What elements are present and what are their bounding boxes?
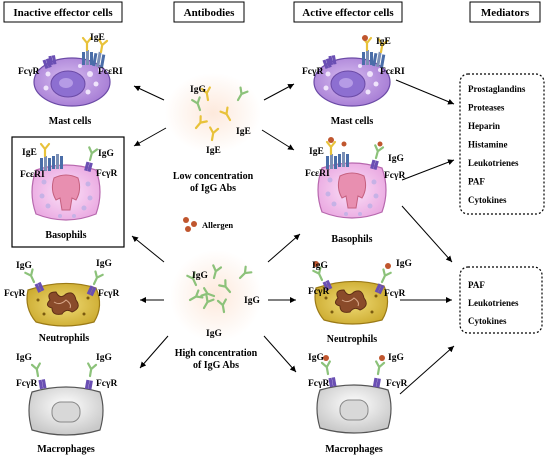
mediators-top-list: ProstaglandinsProteasesHeparinHistamineL… bbox=[468, 84, 526, 205]
active-neutrophil-igg-left: IgG bbox=[312, 261, 328, 271]
high-igg-label-top: IgG bbox=[192, 271, 208, 281]
active-neutrophil-receptors bbox=[312, 261, 392, 295]
arrows bbox=[131, 79, 455, 395]
active-macrophage-cell bbox=[316, 384, 392, 434]
inactive-basophil-ige: IgE bbox=[22, 148, 37, 158]
active-basophil-receptors bbox=[325, 137, 385, 170]
mediator-item: Leukotrienes bbox=[468, 158, 519, 168]
mediator-item: Cytokines bbox=[468, 316, 507, 326]
active-basophil-label: Basophils bbox=[331, 234, 372, 245]
inactive-neutrophil-igg-right: IgG bbox=[96, 259, 112, 269]
mediator-item: Heparin bbox=[468, 121, 500, 131]
arrow-high-to-active-basophil bbox=[267, 233, 301, 263]
header-antibodies: Antibodies bbox=[184, 7, 235, 19]
high-concentration-blob bbox=[170, 250, 262, 342]
arrow-high-to-active-macrophage bbox=[263, 335, 297, 373]
arrow-low-to-active-mast bbox=[263, 83, 295, 101]
active-neutrophil-igg-right: IgG bbox=[396, 259, 412, 269]
inactive-basophil-box bbox=[11, 136, 125, 248]
active-macrophage-label: Macrophages bbox=[325, 444, 383, 455]
active-basophil-fcgr: FcγR bbox=[384, 171, 405, 181]
mediator-item: Prostaglandins bbox=[468, 84, 526, 94]
header-mediators: Mediators bbox=[481, 7, 530, 19]
header-mediators-box bbox=[469, 1, 541, 23]
active-mast-receptors bbox=[322, 35, 389, 70]
active-mast-fcgr: FcγR bbox=[302, 67, 323, 77]
arrow-high-to-inactive-basophil bbox=[131, 235, 165, 263]
inactive-mast-label: Mast cells bbox=[49, 116, 92, 127]
arrow-mast-to-mediators bbox=[395, 79, 455, 105]
arrow-basophil-to-mediators-bottom bbox=[401, 205, 453, 263]
inactive-basophil-fcer: FcεRI bbox=[20, 170, 45, 180]
allergen-icon bbox=[183, 217, 197, 232]
header-inactive-box bbox=[3, 1, 123, 23]
inactive-macrophage-fcgr-left: FcγR bbox=[16, 379, 37, 389]
low-ige-label-right: IgE bbox=[236, 127, 251, 137]
active-macrophage-fcgr-right: FcγR bbox=[386, 379, 407, 389]
active-macrophage-igg-left: IgG bbox=[308, 353, 324, 363]
active-basophil-ige: IgE bbox=[309, 147, 324, 157]
arrow-low-to-active-basophil bbox=[261, 129, 295, 151]
mediator-item: Proteases bbox=[468, 103, 505, 113]
arrow-high-to-inactive-macrophage bbox=[139, 335, 169, 369]
active-mast-label: Mast cells bbox=[331, 116, 374, 127]
mediators-top-box bbox=[459, 73, 545, 215]
inactive-neutrophil-igg-left: IgG bbox=[16, 261, 32, 271]
arrow-basophil-to-mediators-top bbox=[401, 159, 455, 181]
low-igg-label: IgG bbox=[190, 85, 206, 95]
high-concentration-line2: of IgG Abs bbox=[193, 360, 239, 371]
arrow-low-to-inactive-basophil bbox=[133, 127, 167, 147]
inactive-macrophage-fcgr-right: FcγR bbox=[96, 379, 117, 389]
allergen-label: Allergen bbox=[202, 220, 233, 230]
high-concentration-line1: High concentration bbox=[175, 348, 258, 359]
header-active: Active effector cells bbox=[302, 7, 394, 19]
active-basophil-igg: IgG bbox=[388, 154, 404, 164]
inactive-macrophage-label: Macrophages bbox=[37, 444, 95, 455]
low-concentration-line2: of IgG Abs bbox=[190, 183, 236, 194]
active-mast-ige: IgE bbox=[376, 37, 391, 47]
low-ige-label-bottom: IgE bbox=[206, 146, 221, 156]
inactive-neutrophil-label: Neutrophils bbox=[39, 333, 89, 344]
mediator-item: PAF bbox=[468, 177, 485, 187]
inactive-neutrophil-fcgr-right: FcγR bbox=[98, 289, 119, 299]
active-neutrophil-fcgr-right: FcγR bbox=[384, 289, 405, 299]
active-basophil-fcer: FcεRI bbox=[305, 169, 330, 179]
inactive-neutrophil-fcgr-left: FcγR bbox=[4, 289, 25, 299]
inactive-macrophage-receptors bbox=[30, 362, 98, 390]
active-neutrophil-label: Neutrophils bbox=[327, 334, 377, 345]
active-macrophage-receptors bbox=[320, 355, 386, 388]
mediator-item: Cytokines bbox=[468, 195, 507, 205]
mediators-bottom-box bbox=[459, 266, 543, 334]
header-active-box bbox=[293, 1, 403, 23]
inactive-basophil-igg: IgG bbox=[98, 149, 114, 159]
high-igg-label-bottom: IgG bbox=[206, 329, 222, 339]
inactive-macrophage-cell bbox=[28, 386, 104, 436]
arrow-low-to-inactive-mast bbox=[133, 85, 165, 101]
active-macrophage-igg-right: IgG bbox=[388, 353, 404, 363]
active-macrophage-fcgr-left: FcγR bbox=[308, 379, 329, 389]
inactive-basophil-fcgr: FcγR bbox=[96, 169, 117, 179]
mediator-item: PAF bbox=[468, 280, 485, 290]
inactive-macrophage-igg-left: IgG bbox=[16, 353, 32, 363]
inactive-mast-ige: IgE bbox=[90, 33, 105, 43]
inactive-mast-fcgr: FcγR bbox=[18, 67, 39, 77]
inactive-mast-fcer: FcεRI bbox=[98, 67, 123, 77]
low-concentration-line1: Low concentration bbox=[173, 171, 254, 182]
mediator-item: Histamine bbox=[468, 140, 508, 150]
low-concentration-blob bbox=[165, 73, 261, 153]
inactive-basophil-label: Basophils bbox=[45, 230, 86, 241]
high-igg-label-right: IgG bbox=[244, 296, 260, 306]
arrow-macrophage-to-mediators bbox=[399, 345, 455, 395]
active-mast-fcer: FcεRI bbox=[380, 67, 405, 77]
header-antibodies-box bbox=[173, 1, 245, 23]
header-inactive: Inactive effector cells bbox=[13, 7, 113, 19]
active-neutrophil-fcgr-left: FcγR bbox=[308, 287, 329, 297]
mediator-item: Leukotrienes bbox=[468, 298, 519, 308]
inactive-macrophage-igg-right: IgG bbox=[96, 353, 112, 363]
